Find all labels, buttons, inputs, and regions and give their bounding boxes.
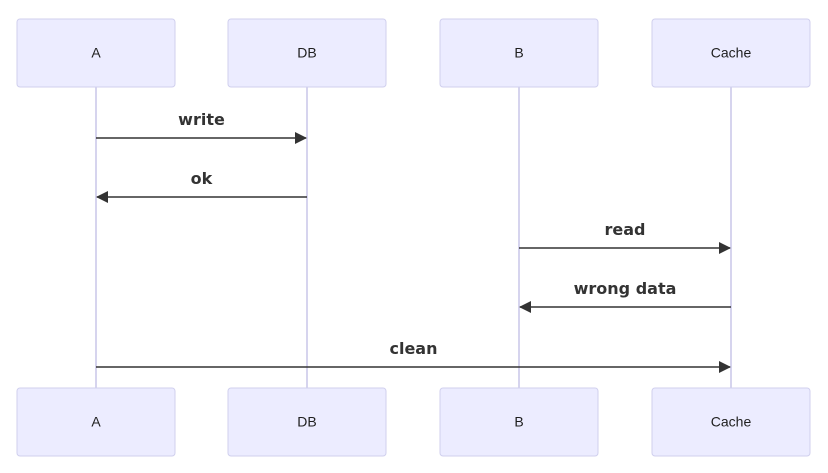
message-label: clean — [389, 339, 437, 358]
actor-label: B — [514, 414, 523, 430]
message-label: wrong data — [574, 279, 677, 298]
message-label: write — [178, 110, 225, 129]
actor-label: B — [514, 45, 523, 61]
message-label: read — [605, 220, 646, 239]
actor-label: Cache — [711, 414, 752, 430]
message-wrong-data: wrong data — [519, 279, 731, 313]
actor-a-top: A — [16, 18, 176, 88]
actor-a-bottom: A — [16, 387, 176, 457]
actor-label: DB — [297, 414, 316, 430]
message-ok: ok — [96, 169, 307, 203]
message-label: ok — [191, 169, 213, 188]
actor-box — [439, 387, 599, 457]
actor-box — [651, 387, 811, 457]
actor-label: A — [91, 414, 101, 430]
actor-box — [227, 18, 387, 88]
message-write: write — [96, 110, 307, 144]
actor-box — [439, 18, 599, 88]
actor-box — [16, 18, 176, 88]
actor-cache-bottom: Cache — [651, 387, 811, 457]
actor-label: DB — [297, 45, 316, 61]
actor-db-top: DB — [227, 18, 387, 88]
actor-label: A — [91, 45, 101, 61]
actor-b-top: B — [439, 18, 599, 88]
actor-box — [227, 387, 387, 457]
actor-label: Cache — [711, 45, 752, 61]
actor-box — [651, 18, 811, 88]
actor-cache-top: Cache — [651, 18, 811, 88]
actor-b-bottom: B — [439, 387, 599, 457]
actor-db-bottom: DB — [227, 387, 387, 457]
message-read: read — [519, 220, 731, 254]
actor-box — [16, 387, 176, 457]
message-clean: clean — [96, 339, 731, 373]
